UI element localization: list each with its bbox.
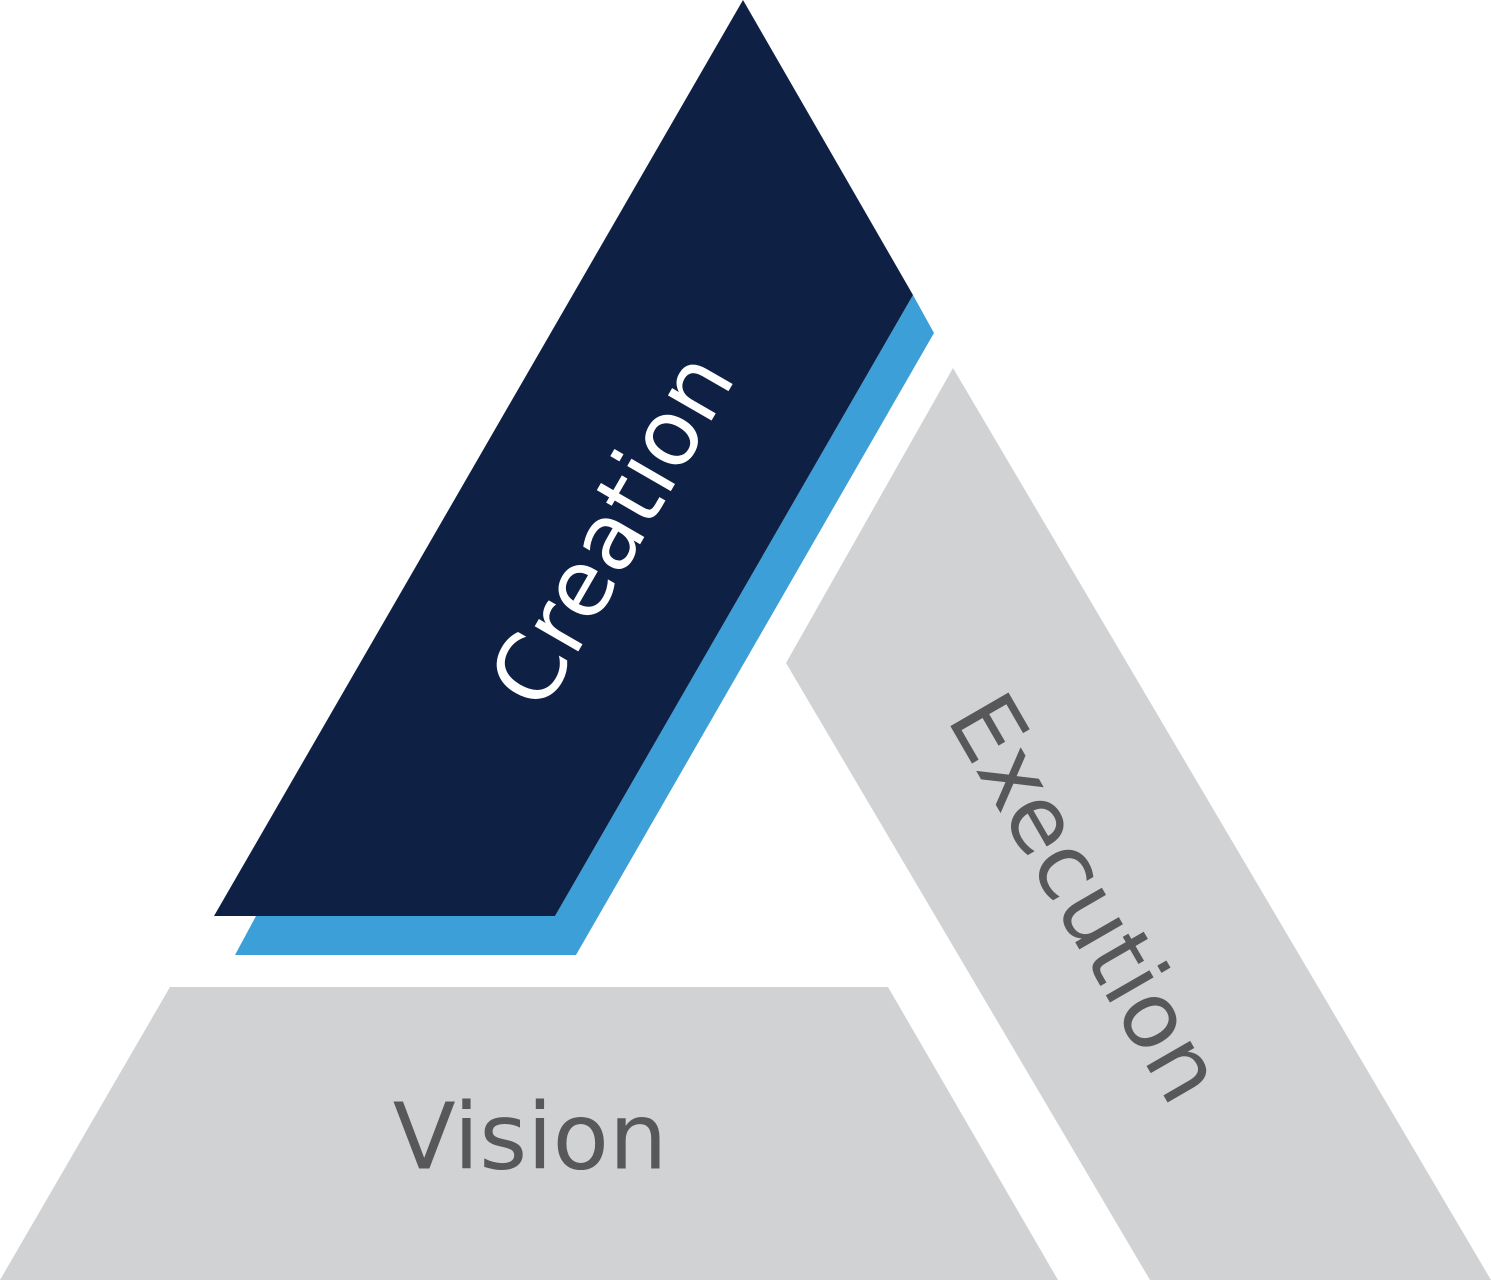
- execution-segment: [786, 368, 1491, 1280]
- creation-segment: [214, 0, 913, 916]
- vision-segment: [0, 987, 1058, 1280]
- vision-label: Vision: [393, 1084, 668, 1191]
